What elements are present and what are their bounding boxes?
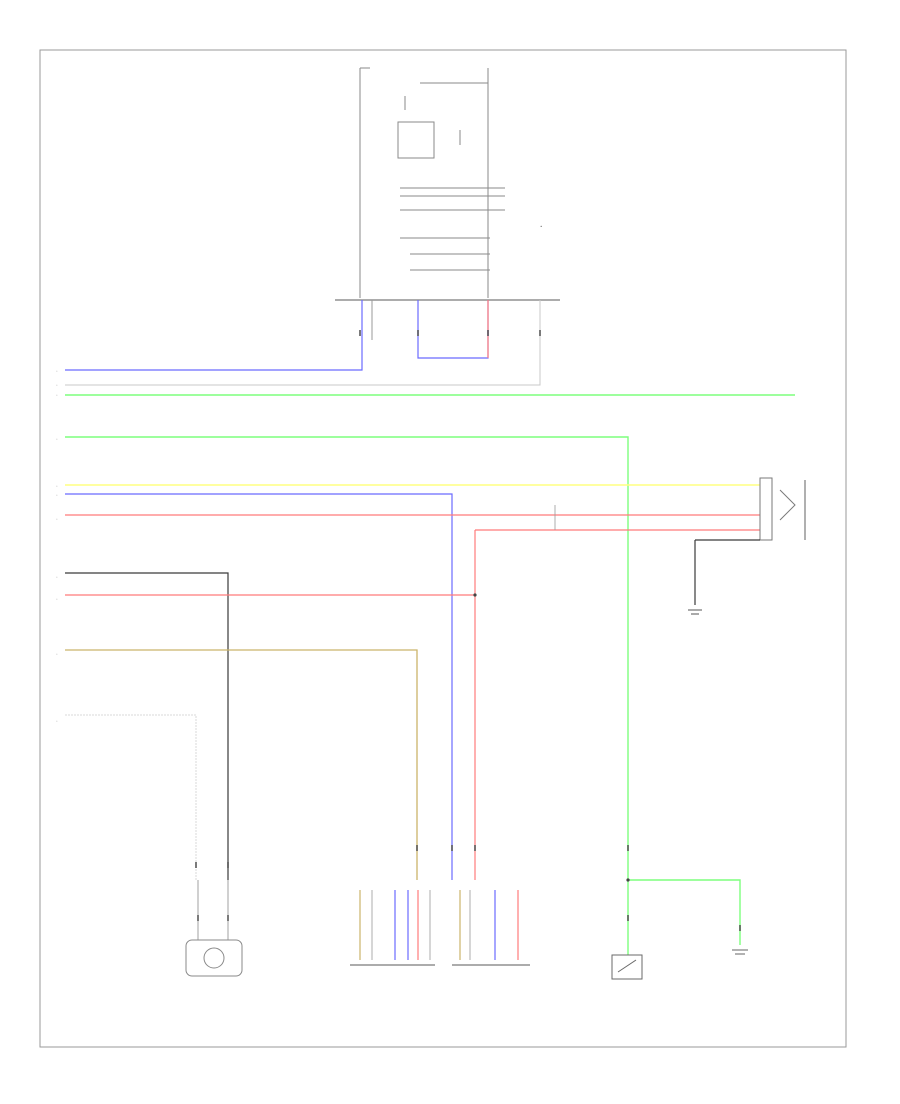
svg-text:•: •	[56, 719, 58, 723]
wire-dark	[65, 572, 229, 880]
bottom-mid-connector-1	[350, 890, 435, 966]
wire-olive	[65, 649, 418, 880]
svg-text:•: •	[540, 224, 542, 229]
svg-text:•: •	[56, 383, 58, 387]
left-pin-markers: • • • • • • • • • • •	[56, 369, 58, 723]
svg-text:•: •	[56, 517, 58, 521]
svg-text:•: •	[56, 575, 58, 579]
relay-box	[397, 121, 435, 159]
wire-blue-long	[65, 493, 453, 880]
wire-white	[65, 714, 197, 880]
splice-red	[473, 593, 477, 597]
svg-text:•: •	[56, 369, 58, 373]
top-module: •	[359, 67, 542, 298]
bottom-left-component	[185, 880, 243, 977]
svg-text:•: •	[56, 393, 58, 397]
bottom-mid-connector-2	[452, 890, 530, 966]
connector-ticks	[195, 330, 741, 931]
svg-text:•: •	[56, 652, 58, 656]
svg-text:•: •	[56, 493, 58, 497]
svg-text:•: •	[56, 597, 58, 601]
wire-blue-top	[65, 300, 363, 371]
wire-blue-loop	[417, 300, 489, 359]
right-sensor-block	[688, 477, 806, 615]
svg-text:•: •	[56, 484, 58, 488]
wire-white-top	[65, 300, 541, 386]
bottom-right-switch	[611, 878, 748, 980]
svg-text:•: •	[56, 437, 58, 441]
diagram-frame	[39, 49, 847, 1048]
wire-green-2	[65, 436, 629, 880]
